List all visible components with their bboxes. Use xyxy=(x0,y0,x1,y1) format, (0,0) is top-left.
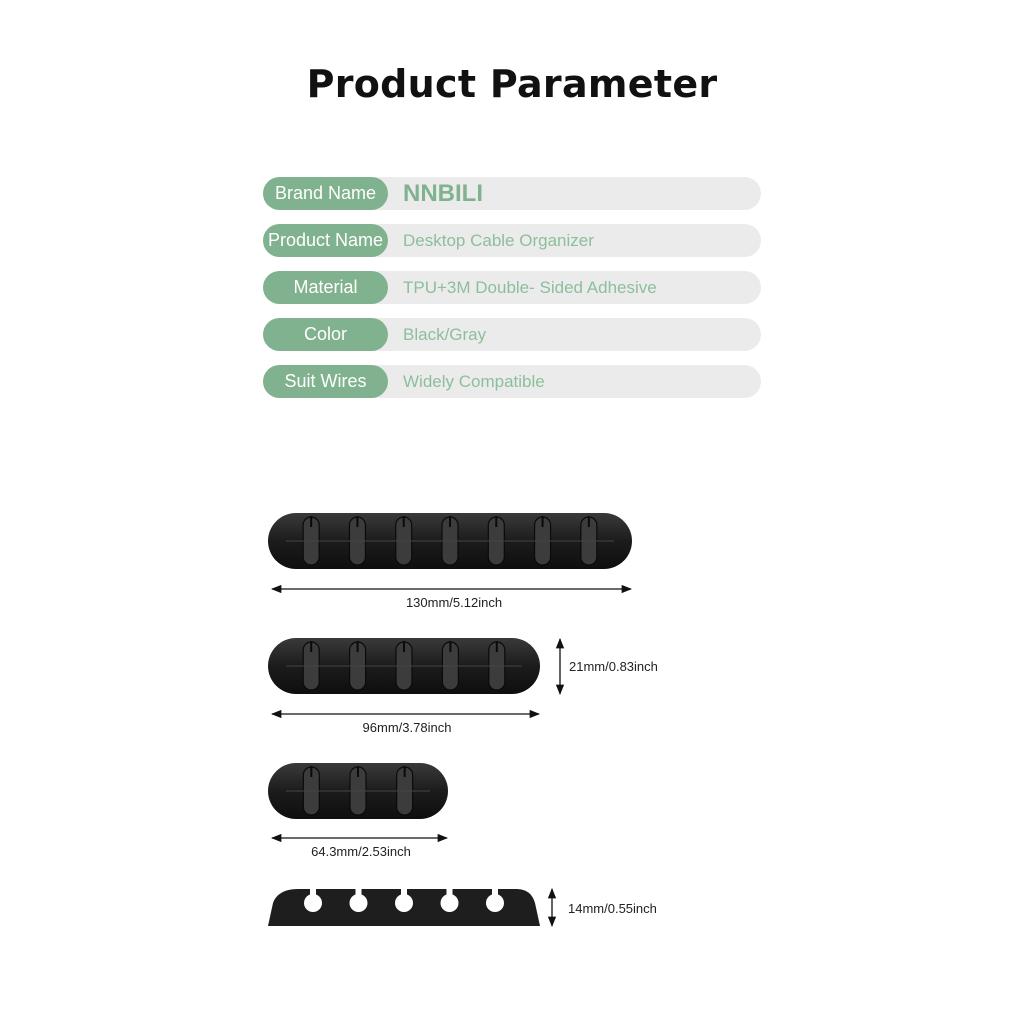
side-hole xyxy=(304,894,322,912)
param-value: Black/Gray xyxy=(403,325,487,344)
param-value: Widely Compatible xyxy=(403,372,545,391)
dimension-length-7slot: 130mm/5.12inch xyxy=(270,584,633,610)
dimension-thickness: 14mm/0.55inch xyxy=(547,887,657,928)
param-row-material: Material TPU+3M Double- Sided Adhesive xyxy=(263,271,761,304)
param-row-color: Color Black/Gray xyxy=(263,318,761,351)
cable-organizer-3-slot xyxy=(268,763,448,819)
param-value: Desktop Cable Organizer xyxy=(403,231,594,250)
param-label: Product Name xyxy=(263,224,388,257)
param-label: Suit Wires xyxy=(263,365,388,398)
side-hole xyxy=(395,894,413,912)
side-hole xyxy=(440,894,459,912)
param-row-product-name: Product Name Desktop Cable Organizer xyxy=(263,224,761,257)
dimension-label: 14mm/0.55inch xyxy=(568,901,657,916)
side-hole-gap xyxy=(401,888,407,897)
param-label: Color xyxy=(263,318,388,351)
dimension-label: 130mm/5.12inch xyxy=(406,595,502,610)
param-row-suit-wires: Suit Wires Widely Compatible xyxy=(263,365,761,398)
product-illustrations xyxy=(268,513,632,926)
side-hole xyxy=(349,894,368,912)
cable-organizer-5-slot xyxy=(268,638,540,694)
dimension-height: 21mm/0.83inch xyxy=(555,637,658,696)
dimension-length-3slot: 64.3mm/2.53inch xyxy=(270,833,449,859)
side-hole-gap xyxy=(310,888,316,897)
parameter-table: Brand Name NNBILI Product Name Desktop C… xyxy=(263,177,761,412)
dimension-label: 96mm/3.78inch xyxy=(363,720,452,735)
side-hole xyxy=(486,894,504,912)
side-hole-gap xyxy=(355,888,362,897)
dimension-length-5slot: 96mm/3.78inch xyxy=(270,709,541,735)
param-row-brand-name: Brand Name NNBILI xyxy=(263,177,761,210)
cable-organizer-7-slot xyxy=(268,513,632,569)
param-label: Material xyxy=(263,271,388,304)
dimension-label: 21mm/0.83inch xyxy=(569,659,658,674)
page-title: Product Parameter xyxy=(306,62,718,106)
cable-organizer-side-view xyxy=(268,888,540,926)
side-hole-gap xyxy=(446,888,453,897)
param-value: TPU+3M Double- Sided Adhesive xyxy=(403,278,657,297)
side-hole-gap xyxy=(492,888,498,897)
param-label: Brand Name xyxy=(263,177,388,210)
dimension-label: 64.3mm/2.53inch xyxy=(311,844,411,859)
param-value: NNBILI xyxy=(403,180,483,207)
